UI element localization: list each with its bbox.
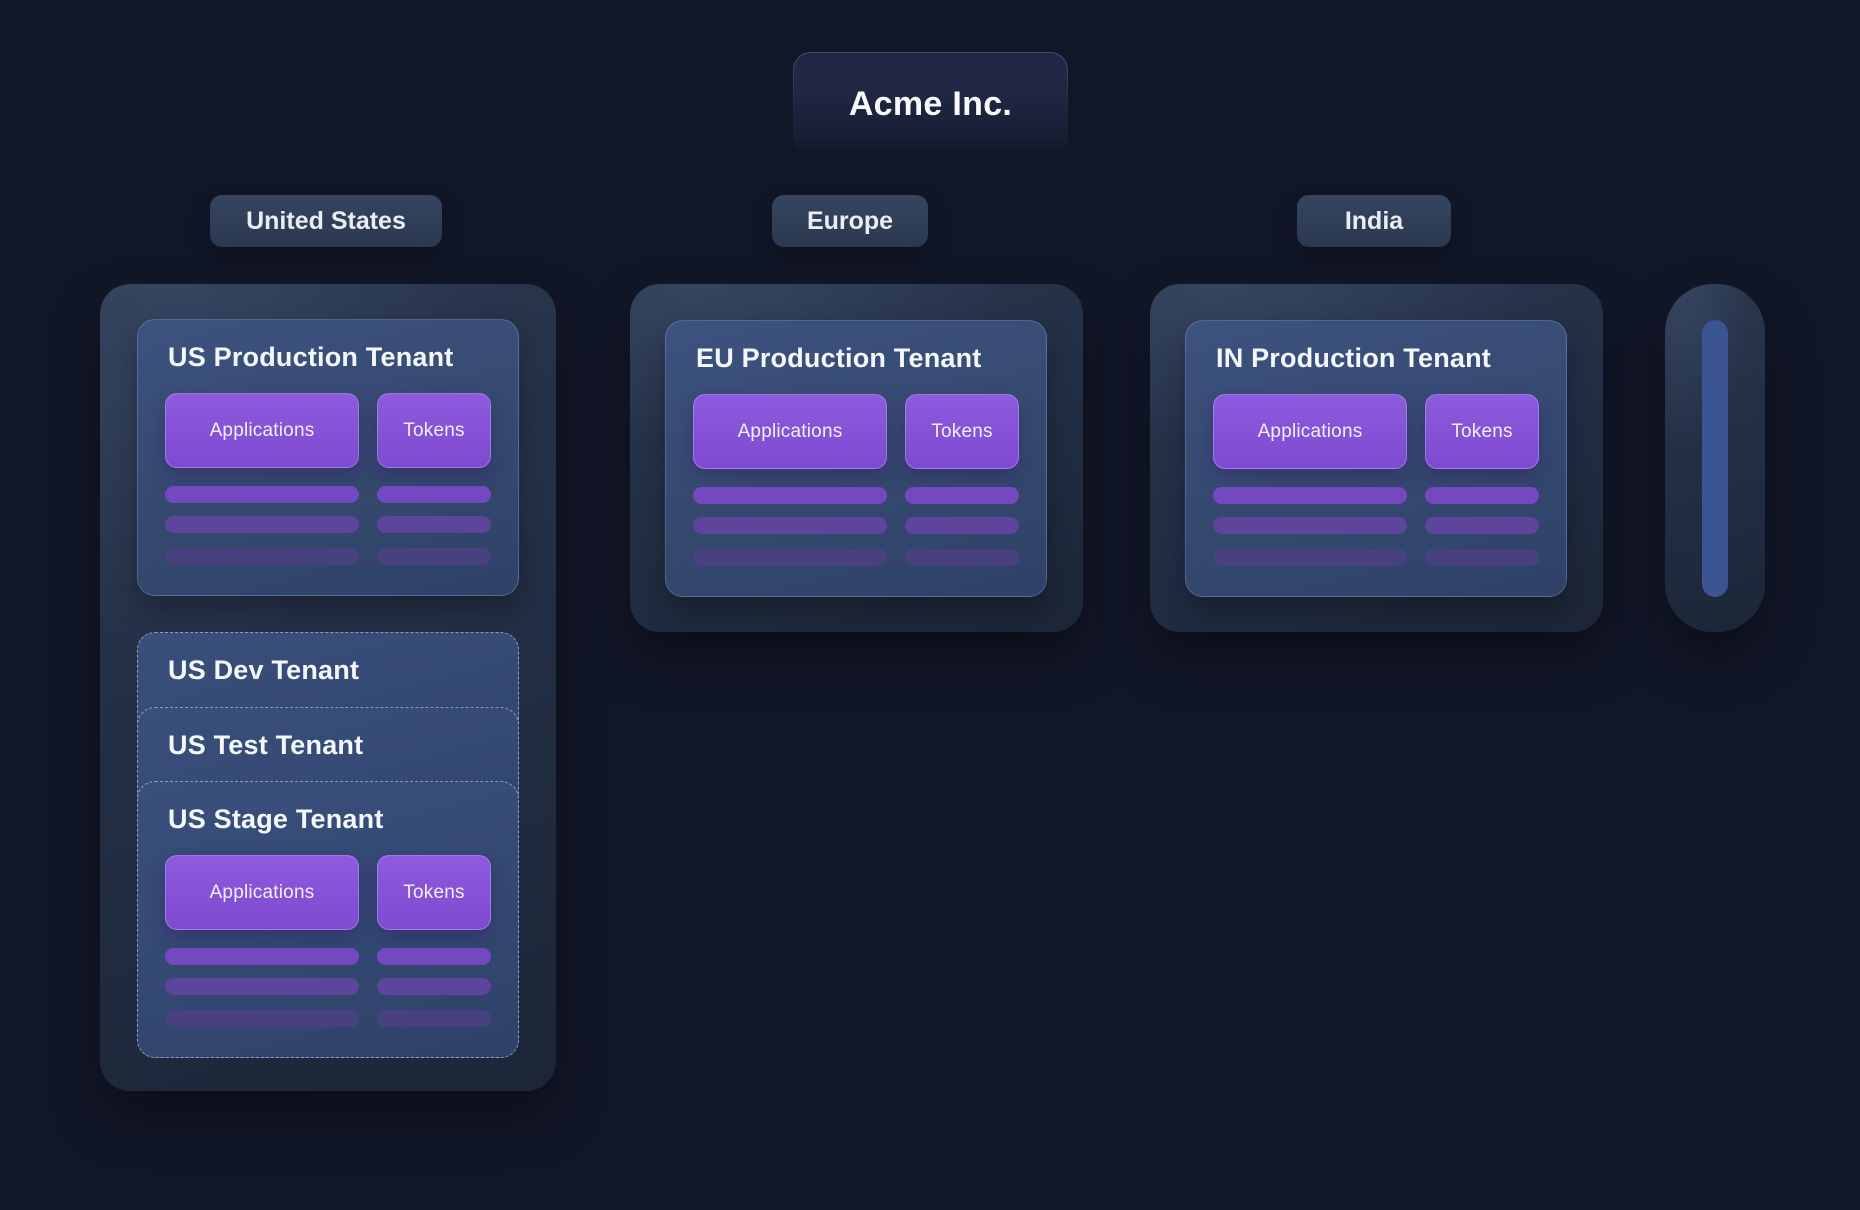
skeleton-row	[693, 517, 887, 534]
skeleton-row	[693, 487, 887, 504]
tenant-title: US Production Tenant	[168, 342, 454, 372]
region-label-united-states: United States	[210, 195, 442, 247]
region-label-europe: Europe	[772, 195, 928, 247]
skeleton-row	[165, 1010, 359, 1027]
skeleton-row	[165, 978, 359, 995]
skeleton-row	[377, 948, 491, 965]
tenant-actions-row: Applications Tokens	[165, 393, 491, 468]
region-card-united-states: US Production Tenant Applications Tokens…	[100, 284, 556, 1091]
tenant-title: EU Production Tenant	[696, 343, 982, 373]
tenant-title: US Dev Tenant	[168, 655, 360, 685]
skeleton-row	[165, 516, 359, 533]
region-card-peek	[1665, 284, 1765, 632]
tokens-button[interactable]: Tokens	[1425, 394, 1539, 469]
region-card-europe: EU Production Tenant Applications Tokens	[630, 284, 1083, 632]
tenant-actions-row: Applications Tokens	[165, 855, 491, 930]
skeleton-row	[905, 517, 1019, 534]
tenant-actions-row: Applications Tokens	[1213, 394, 1539, 469]
skeleton-row	[1213, 549, 1407, 566]
skeleton-row	[905, 549, 1019, 566]
tokens-button[interactable]: Tokens	[377, 393, 491, 468]
region-card-india: IN Production Tenant Applications Tokens	[1150, 284, 1603, 632]
applications-button[interactable]: Applications	[693, 394, 887, 469]
skeleton-row	[165, 948, 359, 965]
org-title: Acme Inc.	[794, 53, 1067, 155]
tenant-title: IN Production Tenant	[1216, 343, 1491, 373]
skeleton-row	[1425, 487, 1539, 504]
skeleton-row	[1213, 517, 1407, 534]
skeleton-row	[377, 516, 491, 533]
peek-tenant-bar	[1702, 320, 1728, 597]
tenant-card-us-stage: US Stage Tenant Applications Tokens	[137, 781, 519, 1058]
skeleton-row	[905, 487, 1019, 504]
tokens-button[interactable]: Tokens	[377, 855, 491, 930]
skeleton-row	[165, 486, 359, 503]
skeleton-row	[1425, 549, 1539, 566]
applications-button[interactable]: Applications	[1213, 394, 1407, 469]
region-label-india: India	[1297, 195, 1451, 247]
skeleton-row	[377, 486, 491, 503]
tenant-card-eu-production: EU Production Tenant Applications Tokens	[665, 320, 1047, 597]
tenant-title: US Stage Tenant	[168, 804, 384, 834]
applications-button[interactable]: Applications	[165, 855, 359, 930]
skeleton-row	[377, 1010, 491, 1027]
skeleton-row	[693, 549, 887, 566]
skeleton-row	[377, 978, 491, 995]
tenant-card-in-production: IN Production Tenant Applications Tokens	[1185, 320, 1567, 597]
org-badge: Acme Inc.	[793, 52, 1068, 156]
tokens-button[interactable]: Tokens	[905, 394, 1019, 469]
skeleton-row	[1425, 517, 1539, 534]
skeleton-row	[1213, 487, 1407, 504]
tenant-card-us-production: US Production Tenant Applications Tokens	[137, 319, 519, 596]
applications-button[interactable]: Applications	[165, 393, 359, 468]
skeleton-row	[165, 548, 359, 565]
skeleton-row	[377, 548, 491, 565]
tenant-actions-row: Applications Tokens	[693, 394, 1019, 469]
tenant-title: US Test Tenant	[168, 730, 364, 760]
